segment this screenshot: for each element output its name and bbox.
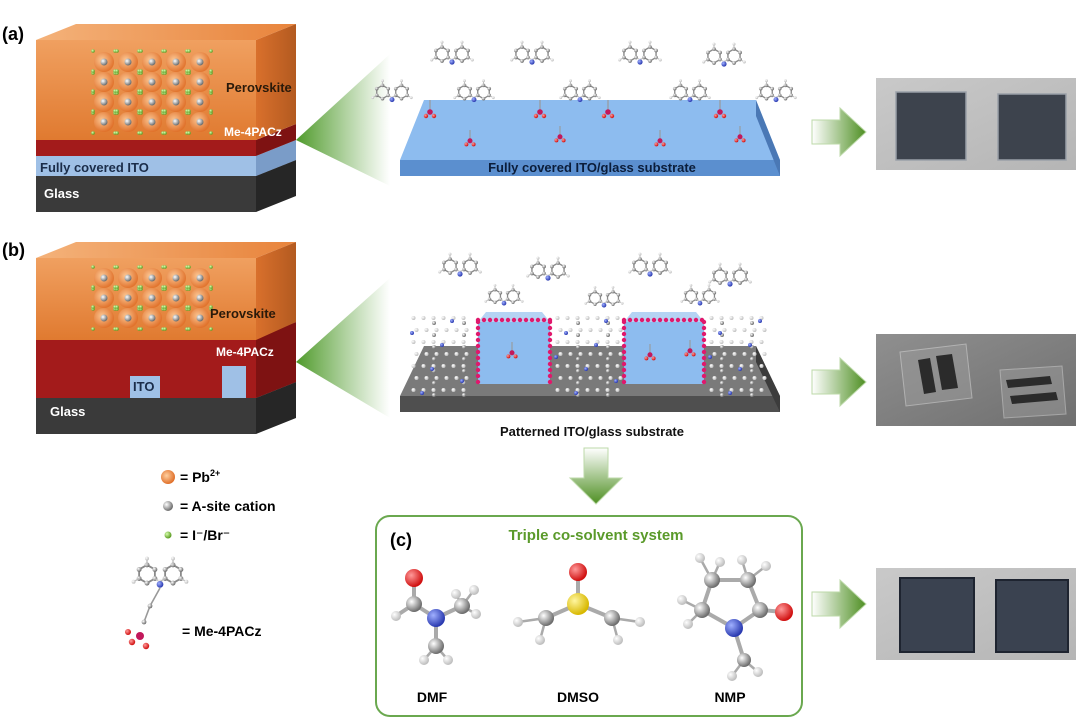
substrate-caption-b: Patterned ITO/glass substrate [500,424,684,439]
nmp-molecule-icon [677,553,793,681]
green-arrow-icon [811,356,867,408]
photo-b [876,334,1076,426]
solvent-label-dmso: DMSO [557,689,599,705]
device-stack-b: Perovskite Me-4PACz ITO Glass [36,242,296,434]
glass-label-b: Glass [50,404,85,419]
legend-halide-label: = I⁻/Br⁻ [180,527,230,543]
perovskite-label-a: Perovskite [226,80,292,95]
zoom-cone-b [296,278,390,418]
perovskite-label-b: Perovskite [210,306,276,321]
sam-label-a: Me-4PACz [224,125,282,139]
panel-c-tag: (c) [390,530,412,550]
panel-c-title: Triple co-solvent system [508,527,683,544]
ito-label-b: ITO [133,379,154,394]
panel-a-tag: (a) [2,24,24,44]
substrate-a: Fully covered ITO/glass substrate [371,40,797,176]
panel-b-tag: (b) [2,240,25,260]
pb-icon [161,470,175,484]
dmf-molecule-icon [391,569,481,665]
photo-c [876,568,1076,660]
dmso-molecule-icon [513,563,645,645]
zoom-cone-a [296,54,390,186]
panel-a: (a) Perovskite Me-4PACz Fully covered IT… [2,24,1076,212]
legend: = Pb2+ = A-site cation = I⁻/Br⁻ = Me-4PA… [125,468,276,650]
ito-label-a: Fully covered ITO [40,160,149,175]
legend-molecule-label: = Me-4PACz [182,623,261,639]
panel-c-frame [375,515,803,717]
halide-icon [164,531,172,539]
legend-a-site-label: = A-site cation [180,498,276,514]
legend-pb-label: = Pb2+ [180,468,220,485]
solvent-label-nmp: NMP [714,689,745,705]
device-stack-a: Perovskite Me-4PACz Fully covered ITO Gl… [36,24,296,212]
green-arrow-icon [811,106,867,158]
green-arrow-icon [811,578,867,630]
panel-b: (b) Perovskite Me-4PACz ITO Glass [2,240,1076,505]
photo-a [876,78,1076,170]
a-site-cation-icon [163,501,173,511]
glass-label-a: Glass [44,186,79,201]
substrate-caption-a: Fully covered ITO/glass substrate [488,160,696,175]
green-arrow-icon [568,447,624,505]
substrate-b: Patterned ITO/glass substrate [400,252,780,439]
me-4pacz-molecule-icon [125,556,189,650]
panel-c: (c) Triple co-solvent system DMF DMSO NM… [375,515,1076,717]
sam-label-b: Me-4PACz [216,345,274,359]
solvent-label-dmf: DMF [417,689,448,705]
